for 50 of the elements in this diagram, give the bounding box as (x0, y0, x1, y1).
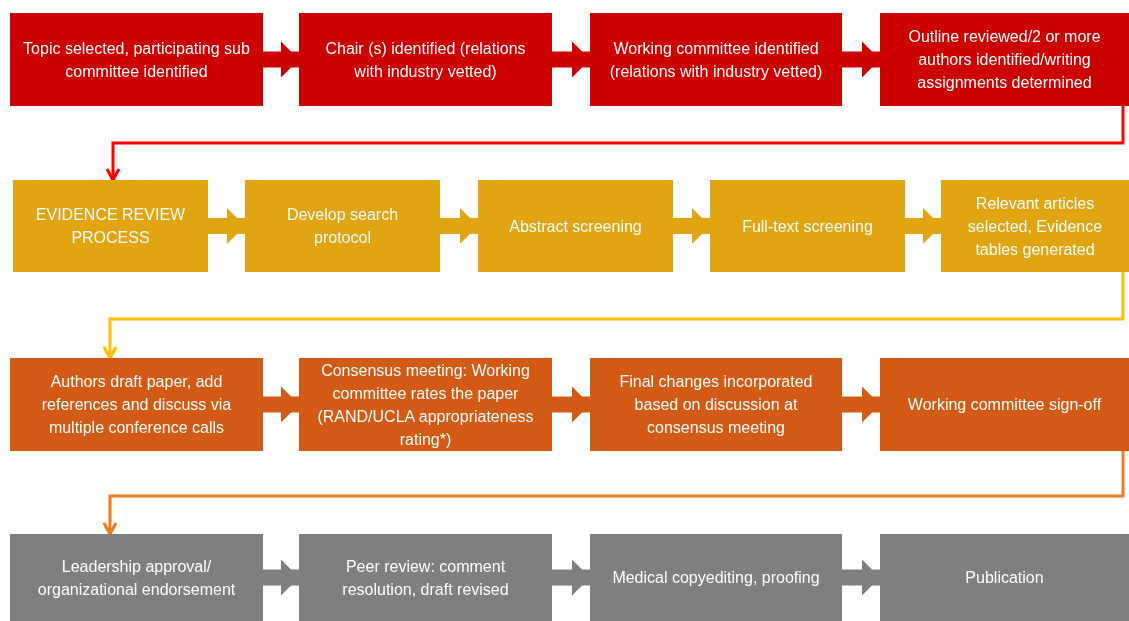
box-text: Publication (965, 568, 1044, 588)
process-box (880, 358, 1129, 451)
process-box (245, 180, 440, 272)
process-box (299, 534, 552, 621)
process-box (299, 13, 552, 106)
process-box (941, 180, 1129, 272)
box-text: Topic selected, participating sub committee identified (22, 38, 251, 82)
block-arrow (263, 41, 299, 78)
box-text: Working committee sign-off (907, 395, 1102, 415)
process-box (880, 534, 1129, 621)
box-text: Medical copyediting, proofing (612, 568, 820, 588)
process-box (13, 180, 208, 272)
box-text: Relevant articles selected, Evidence tables generated (966, 193, 1104, 260)
box-text: Working committee identified (relations with industry vetted) (608, 38, 824, 82)
connector-arrow (105, 106, 1125, 182)
process-box (299, 358, 552, 451)
block-arrow (552, 386, 590, 423)
process-box (10, 358, 263, 451)
box-text: Develop search protocol (285, 205, 400, 248)
process-box (10, 534, 263, 621)
process-box (590, 534, 842, 621)
block-arrow (842, 41, 880, 78)
box-text: Consensus meeting: Working committee rates the paper (RAND/UCLA appropriateness rating*) (316, 360, 535, 450)
box-text: Full-text screening (742, 216, 873, 237)
connector-arrow (102, 272, 1125, 360)
box-text: Leadership approval/ organizational endorsement (36, 556, 237, 600)
block-arrow (208, 208, 245, 244)
block-arrow (263, 559, 299, 596)
block-arrow (905, 208, 941, 244)
box-text: Abstract screening (509, 216, 642, 237)
process-box (590, 13, 842, 106)
block-arrow (842, 386, 880, 423)
block-arrow (552, 559, 590, 596)
block-arrow (552, 41, 590, 78)
box-text: Authors draft paper, add references and discuss via multiple conference calls (40, 372, 233, 438)
box-text: Final changes incorporated based on discussion at consensus meeting (618, 372, 814, 438)
block-arrow (842, 559, 880, 596)
block-arrow (263, 386, 299, 423)
block-arrow (673, 208, 710, 244)
process-box (710, 180, 905, 272)
box-text: Chair (s) identified (relations with industry vetted) (324, 38, 527, 82)
box-text: Outline reviewed/2 or more authors identified/writing assignments determined (907, 27, 1102, 93)
process-box (10, 13, 263, 106)
box-text: Peer review: comment resolution, draft revised (341, 556, 510, 600)
process-box (590, 358, 842, 451)
box-text: EVIDENCE REVIEW PROCESS (34, 205, 187, 248)
block-arrow (440, 208, 478, 244)
process-box (478, 180, 673, 272)
process-box (880, 13, 1129, 106)
connector-arrow (102, 451, 1125, 536)
